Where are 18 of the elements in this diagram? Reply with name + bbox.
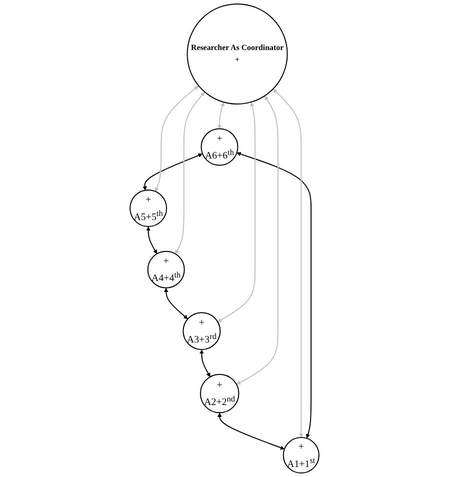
node-circle: + A2+2$^{nd}$ bbox=[200, 374, 240, 414]
arrow bbox=[146, 226, 158, 254]
arrow bbox=[200, 350, 210, 378]
arrow bbox=[217, 412, 285, 450]
arrow bbox=[236, 96, 278, 385]
node-circle: + A3+3$^{rd}$ bbox=[182, 312, 221, 350]
arrow bbox=[154, 86, 199, 192]
arrow bbox=[217, 102, 225, 129]
arrow bbox=[218, 102, 256, 322]
arrow bbox=[236, 152, 312, 438]
node-circle: + A6+6$^{th}$ bbox=[200, 128, 238, 166]
arrow bbox=[175, 92, 205, 254]
arrow bbox=[142, 153, 203, 190]
node-circle: + A1+1$^{st}$ bbox=[282, 436, 320, 474]
node-circle: + A4+4$^{th}$ bbox=[147, 250, 185, 288]
arrow bbox=[164, 288, 188, 320]
node-circle: + A5+5$^{th}$ bbox=[130, 190, 168, 228]
arrow bbox=[273, 88, 304, 438]
